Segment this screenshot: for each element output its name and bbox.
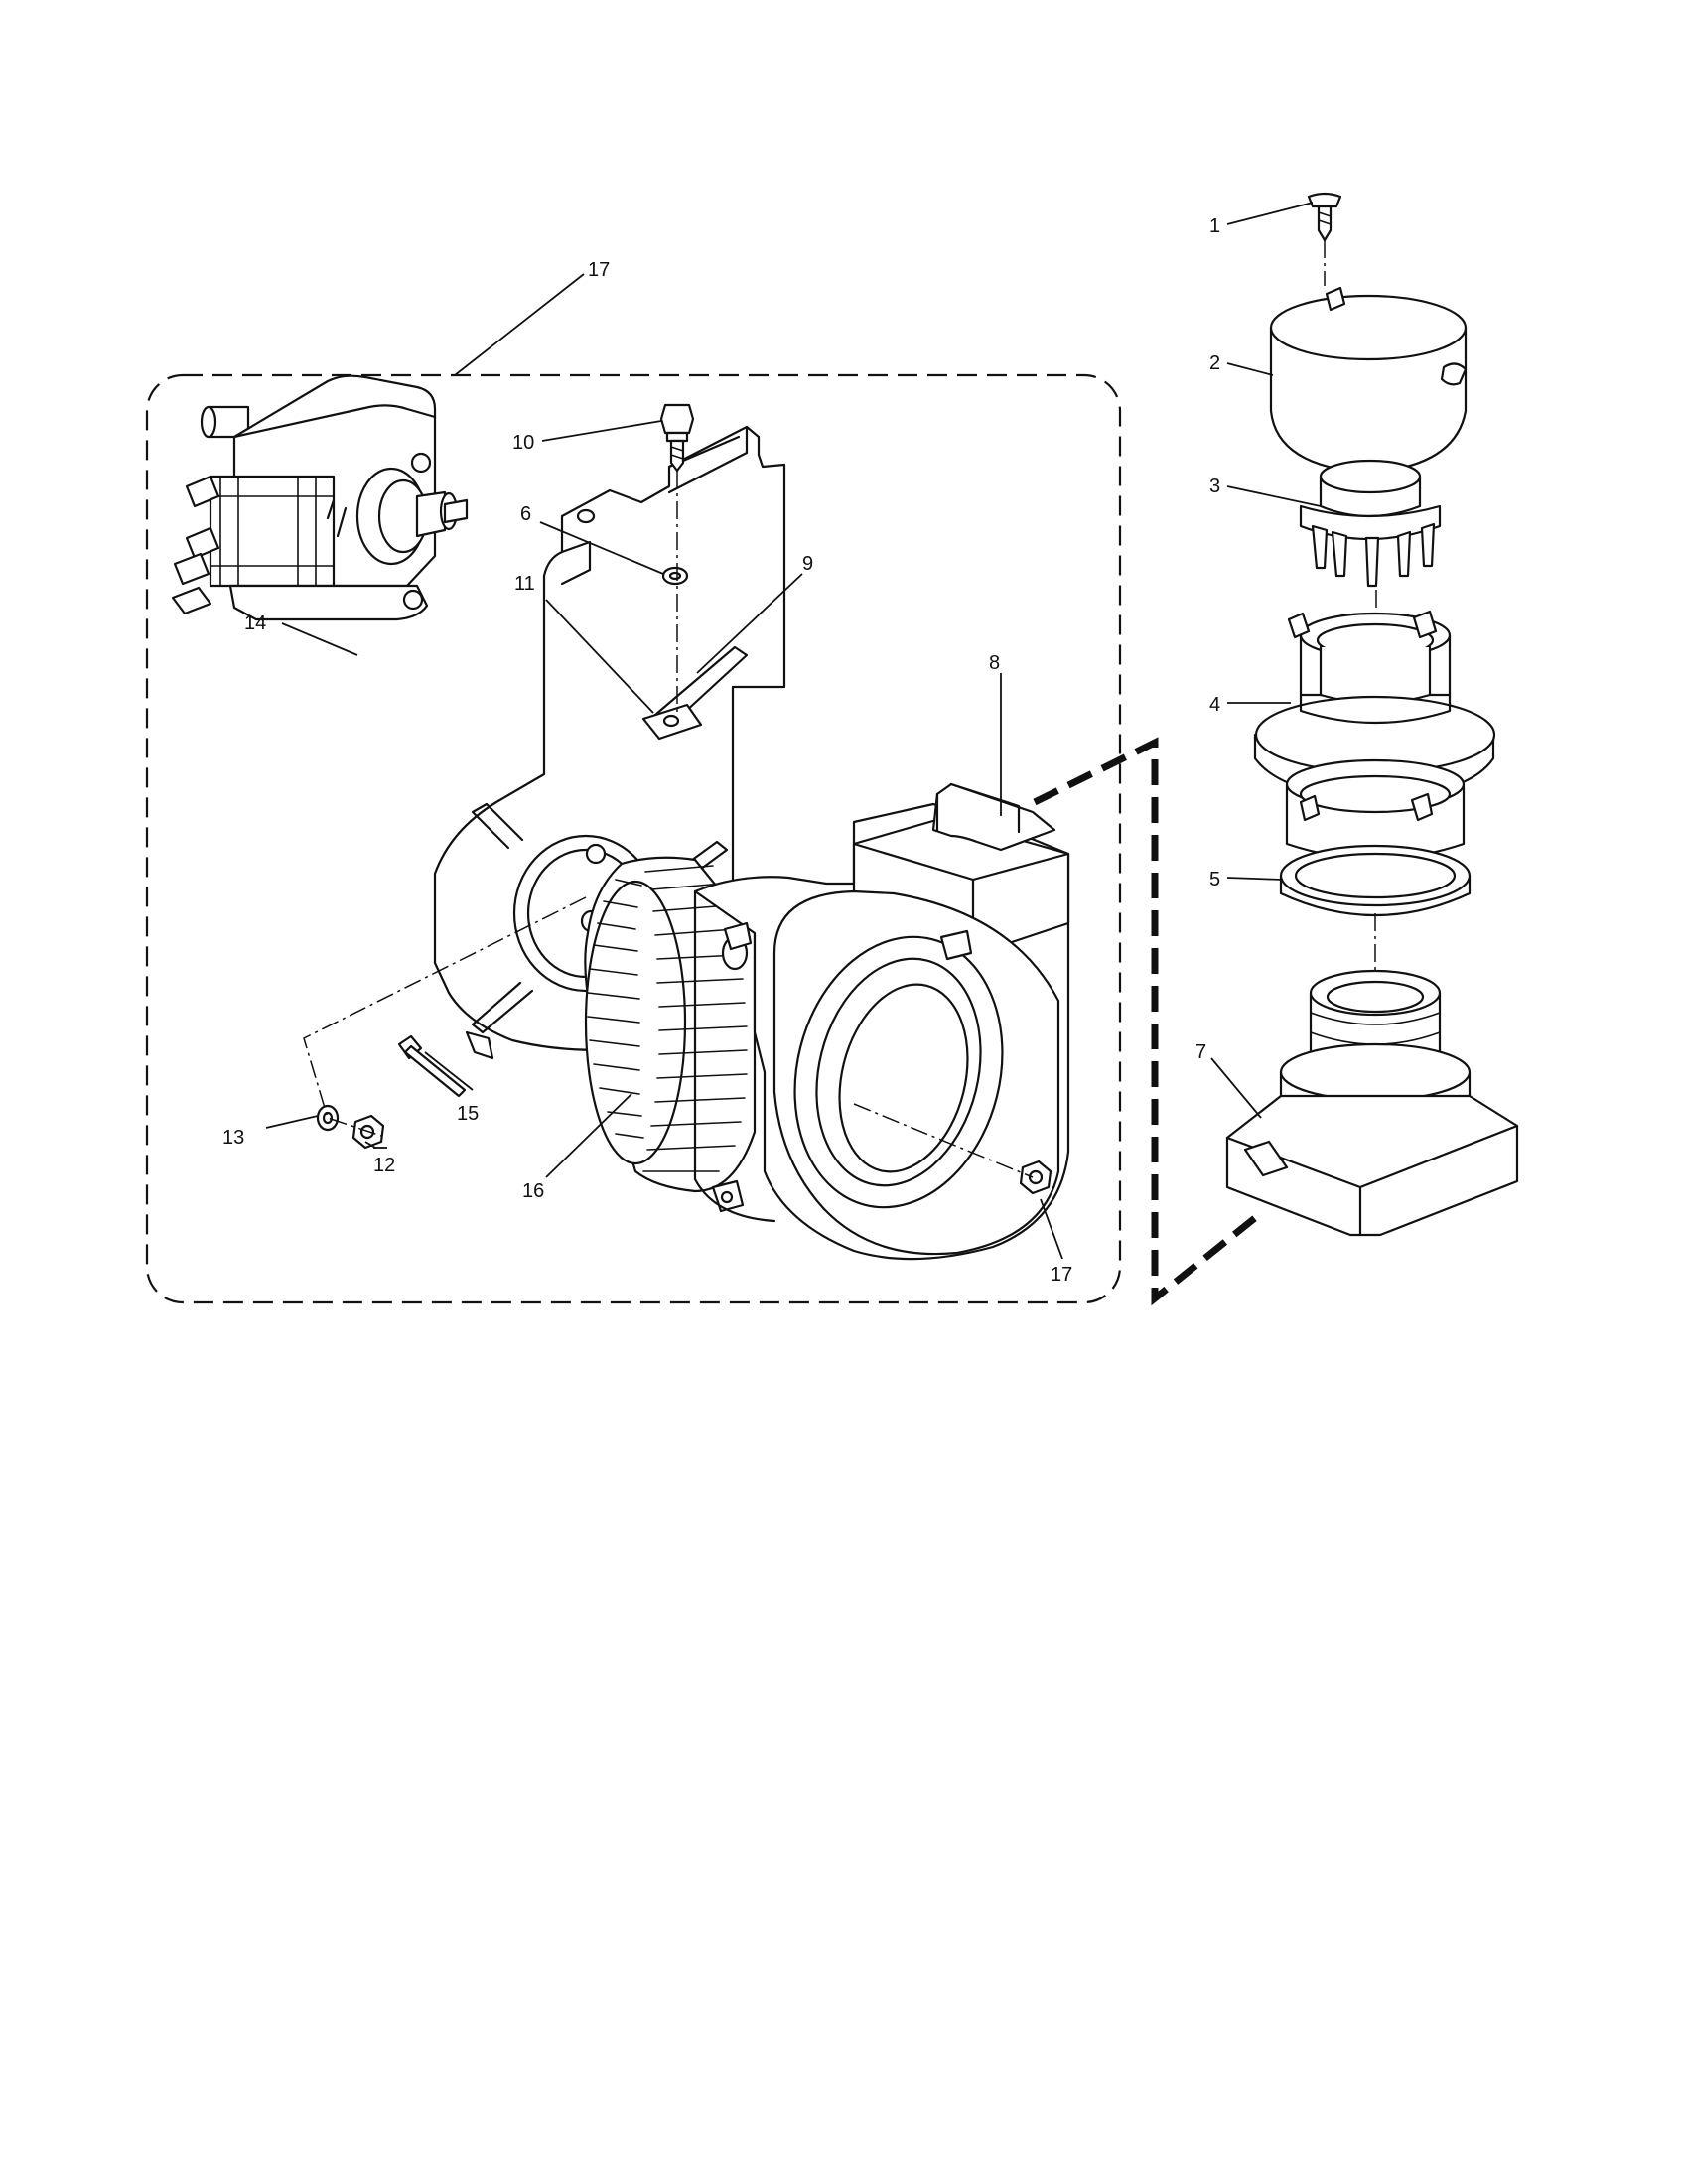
cover-cap — [1269, 286, 1468, 475]
callout-4: 4 — [1209, 694, 1220, 716]
callout-13: 13 — [222, 1127, 244, 1149]
callout-12: 12 — [373, 1155, 395, 1176]
callout-2: 2 — [1209, 352, 1220, 374]
callout-10: 10 — [512, 432, 534, 454]
callout-16: 16 — [522, 1180, 544, 1202]
washer-6 — [661, 566, 689, 586]
callout-6: 6 — [520, 503, 531, 525]
socket-body — [1253, 610, 1496, 861]
callout-9: 9 — [802, 553, 813, 575]
motor — [171, 374, 469, 621]
callout-labels: 1 2 3 4 5 6 7 8 9 10 11 12 13 14 15 16 1… — [222, 215, 1220, 1286]
assembly-connector-bracket — [1033, 737, 1264, 1306]
assembly-centerlines — [303, 471, 1034, 1178]
callout-17-assembly: 17 — [588, 259, 610, 281]
callout-14: 14 — [244, 613, 266, 634]
base-adapter — [1225, 969, 1519, 1237]
callout-15: 15 — [457, 1103, 479, 1125]
leader-lines — [265, 202, 1322, 1260]
callout-17-nut: 17 — [1051, 1264, 1072, 1286]
blower-housing — [693, 782, 1070, 1261]
screw-1 — [1307, 192, 1342, 242]
callout-1: 1 — [1209, 215, 1220, 237]
callout-3: 3 — [1209, 476, 1220, 497]
screw-15 — [397, 1034, 467, 1098]
nut-17 — [1019, 1160, 1052, 1195]
lock-washer-13 — [316, 1104, 340, 1132]
screw-10 — [659, 403, 695, 473]
callout-7: 7 — [1195, 1041, 1206, 1063]
blower-assembly-group-outline — [145, 373, 1122, 1304]
blower-wheel — [584, 856, 757, 1193]
callout-11: 11 — [514, 573, 535, 595]
socket-base — [1299, 459, 1442, 588]
callout-5: 5 — [1209, 869, 1220, 890]
callout-8: 8 — [989, 652, 1000, 674]
gasket-ring — [1279, 844, 1472, 917]
clip-nut — [641, 703, 703, 741]
